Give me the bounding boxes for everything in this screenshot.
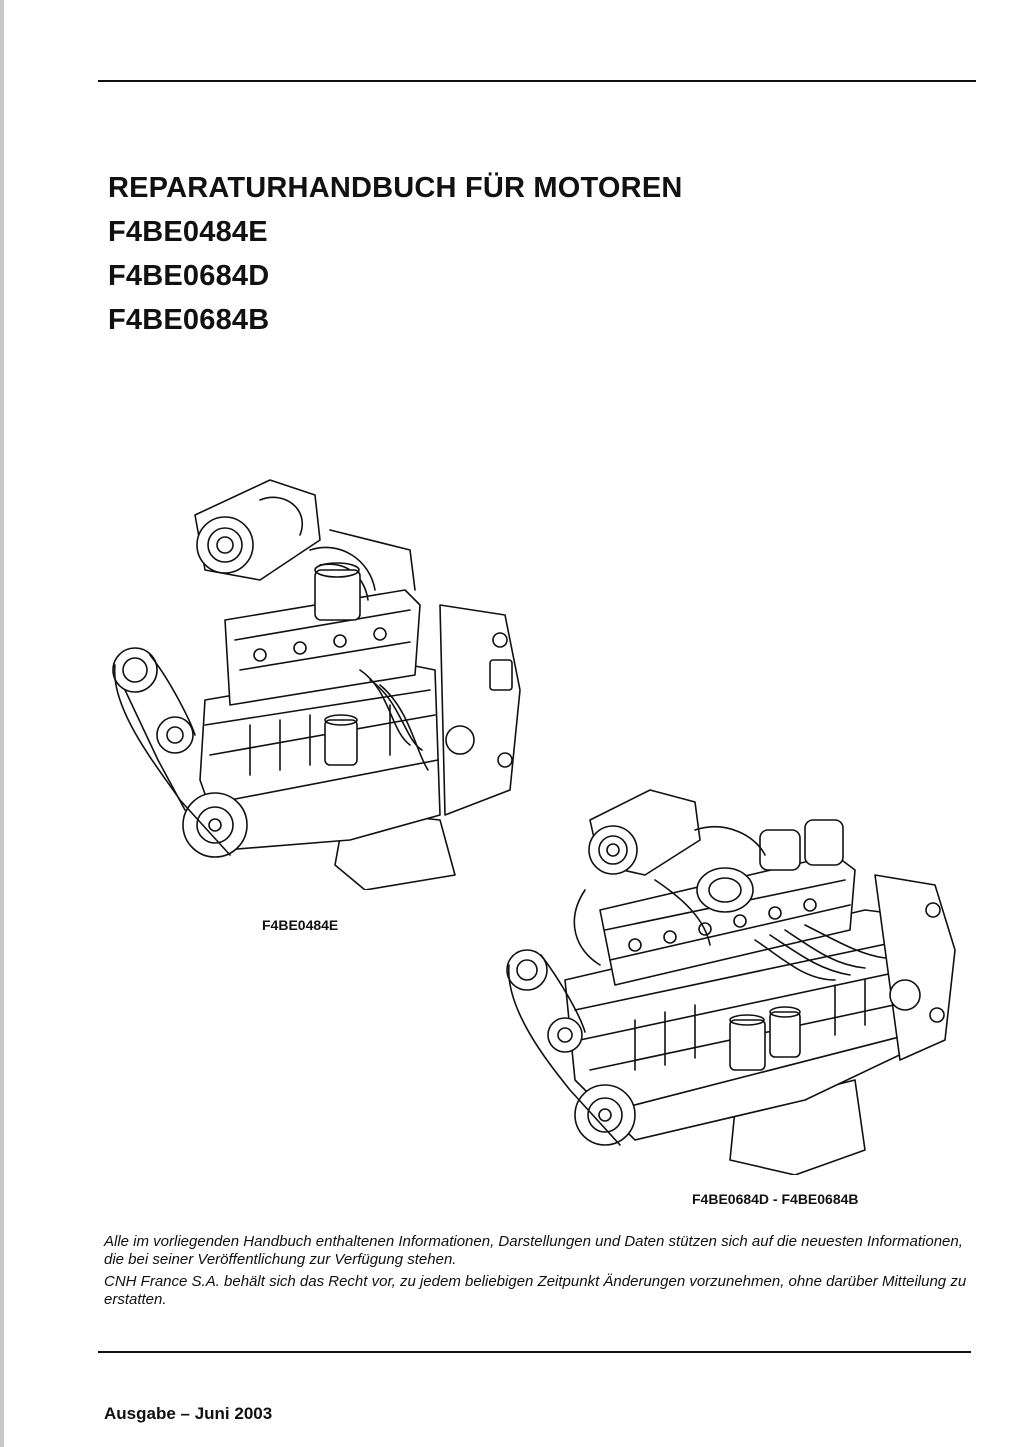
disclaimer-paragraph-1: Alle im vorliegenden Handbuch enthaltene… xyxy=(104,1233,963,1268)
engine-model-3: F4BE0684B xyxy=(108,304,270,336)
edition-date: Ausgabe – Juni 2003 xyxy=(104,1404,273,1423)
figure-caption-1: F4BE0484E xyxy=(262,917,339,933)
disclaimer-block: Alle im vorliegenden Handbuch enthaltene… xyxy=(104,1233,984,1313)
bottom-rule xyxy=(98,1351,971,1353)
engine-model-2: F4BE0684D xyxy=(108,260,270,292)
page-left-edge xyxy=(0,0,4,1447)
top-rule xyxy=(98,80,976,82)
manual-title: REPARATURHANDBUCH FÜR MOTOREN xyxy=(108,172,683,204)
disclaimer-paragraph-2: CNH France S.A. behält sich das Recht vo… xyxy=(104,1273,967,1308)
four-cylinder-engine-illustration xyxy=(112,479,521,890)
six-cylinder-engine-illustration xyxy=(506,789,956,1175)
title-block: REPARATURHANDBUCH FÜR MOTOREN F4BE0484E … xyxy=(108,166,683,342)
figure-caption-2: F4BE0684D - F4BE0684B xyxy=(692,1191,859,1207)
engine-model-1: F4BE0484E xyxy=(108,216,268,248)
